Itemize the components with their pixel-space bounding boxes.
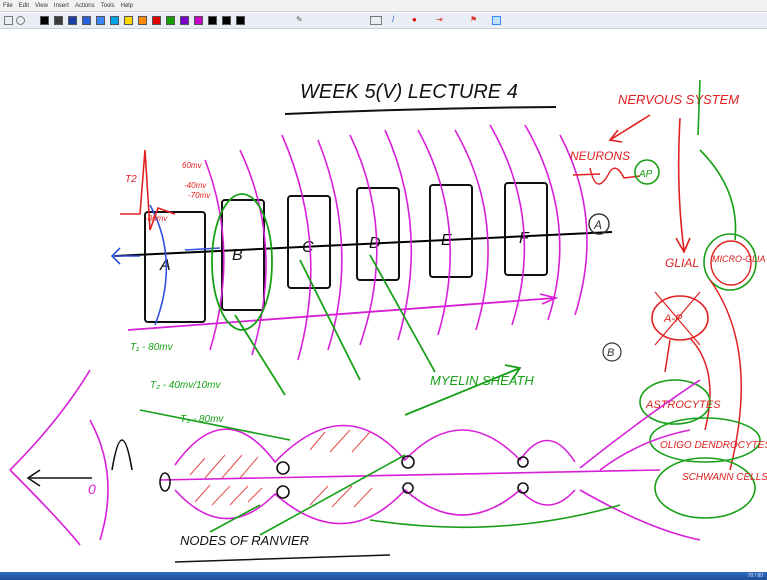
color-swatch[interactable] xyxy=(68,16,77,25)
eraser-icon[interactable]: ● xyxy=(412,15,421,24)
t2-label: T2 xyxy=(125,174,137,185)
t-label: T₁ - 80mv xyxy=(130,342,174,353)
color-swatch[interactable] xyxy=(138,16,147,25)
menu-insert[interactable]: Insert xyxy=(54,0,69,12)
page-indicator: 70 / 90 xyxy=(748,572,763,580)
color-swatch[interactable] xyxy=(54,16,63,25)
schwann-label: SCHWANN CELLS xyxy=(682,472,767,483)
zoom-icon[interactable] xyxy=(492,16,501,25)
color-swatch[interactable] xyxy=(180,16,189,25)
ap-level: 60mv xyxy=(182,161,203,170)
lecture-title: WEEK 5(V) LECTURE 4 xyxy=(300,81,518,103)
menu-actions[interactable]: Actions xyxy=(75,0,95,12)
nervous-system-label: NERVOUS SYSTEM xyxy=(618,92,739,107)
color-swatch[interactable] xyxy=(222,16,231,25)
microglia-label: MICRO-GLIA xyxy=(712,254,766,264)
save-icon[interactable] xyxy=(4,16,13,25)
color-swatch[interactable] xyxy=(96,16,105,25)
segment-label: B xyxy=(232,247,243,264)
menu-view[interactable]: View xyxy=(35,0,48,12)
marker-b: B xyxy=(607,347,614,359)
lasso-icon[interactable]: ✎ xyxy=(296,15,305,24)
segment-label: D xyxy=(369,235,381,252)
menu-bar: File Edit View Insert Actions Tools Help xyxy=(0,0,767,12)
menu-help[interactable]: Help xyxy=(121,0,133,12)
myelin-sheath-label: MYELIN SHEATH xyxy=(430,373,534,388)
menu-file[interactable]: File xyxy=(3,0,13,12)
insert-space-icon[interactable]: ⇥ xyxy=(436,15,445,24)
marker-a: A xyxy=(593,218,602,232)
color-swatch[interactable] xyxy=(194,16,203,25)
color-swatch[interactable] xyxy=(82,16,91,25)
neurons-label: NEURONS xyxy=(570,149,630,163)
nodes-of-ranvier-label: NODES OF RANVIER xyxy=(180,533,309,548)
pen-toolbar: ✎ / ● ⇥ ⚑ xyxy=(0,13,767,29)
ap-level: -80mv xyxy=(145,214,168,223)
pen-select-icon[interactable] xyxy=(370,16,382,25)
flag-icon[interactable]: ⚑ xyxy=(470,15,479,24)
ap-level: -70mv xyxy=(188,191,211,200)
glial-label: GLIAL xyxy=(665,256,699,270)
node-zero-label: 0 xyxy=(88,481,96,497)
t-label: T₂ - 40mv/10mv xyxy=(150,380,221,391)
color-swatch[interactable] xyxy=(124,16,133,25)
highlighter-icon[interactable]: / xyxy=(392,14,401,23)
color-swatch[interactable] xyxy=(236,16,245,25)
ap-level: -40mv xyxy=(184,181,207,190)
lecture-drawing: WEEK 5(V) LECTURE 4 A B C D E F xyxy=(0,30,767,572)
status-bar: 70 / 90 xyxy=(0,572,767,580)
menu-edit[interactable]: Edit xyxy=(19,0,29,12)
color-swatch[interactable] xyxy=(208,16,217,25)
pen-tool-icon[interactable] xyxy=(16,16,25,25)
color-swatch[interactable] xyxy=(152,16,161,25)
oligodendrocytes-label: OLIGO DENDROCYTES xyxy=(660,440,767,451)
color-swatch[interactable] xyxy=(110,16,119,25)
segment-label: C xyxy=(302,239,314,256)
ap-circle-label: AP xyxy=(638,169,653,180)
menu-tools[interactable]: Tools xyxy=(101,0,115,12)
color-swatch[interactable] xyxy=(166,16,175,25)
color-swatch[interactable] xyxy=(40,16,49,25)
whiteboard-canvas[interactable]: WEEK 5(V) LECTURE 4 A B C D E F xyxy=(0,30,767,572)
segment-label: A xyxy=(159,257,171,274)
